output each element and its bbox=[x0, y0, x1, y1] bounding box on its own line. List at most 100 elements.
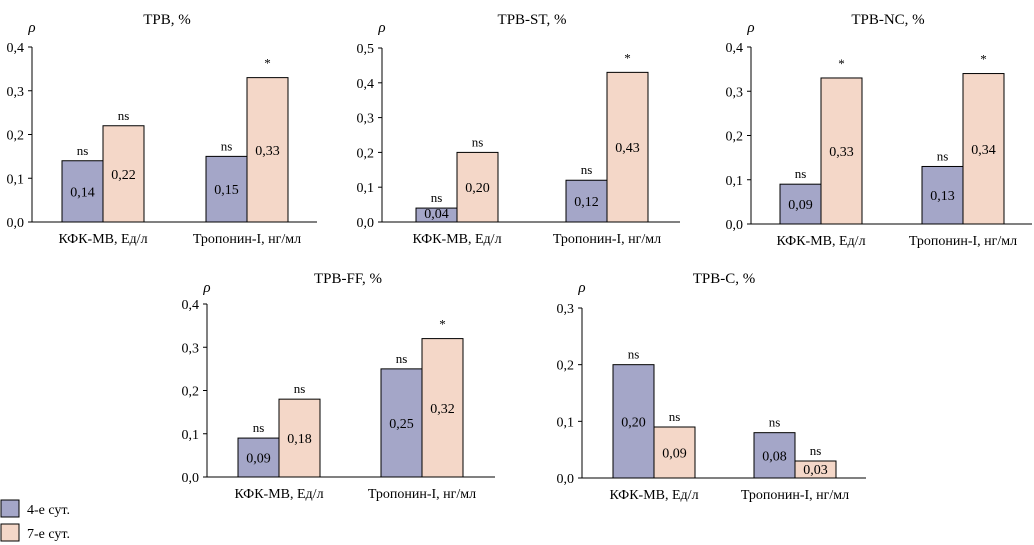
x-category-label: КФК-МВ, Ед/л bbox=[609, 488, 698, 503]
y-tick-label: 0,3 bbox=[357, 112, 375, 127]
significance-label: * bbox=[624, 50, 631, 65]
y-tick-label: 0,1 bbox=[357, 181, 375, 196]
bar bbox=[565, 179, 608, 223]
bar-value-label: 0,25 bbox=[389, 417, 414, 432]
bar bbox=[794, 460, 837, 479]
legend-label-day7: 7-е сут. bbox=[27, 527, 70, 542]
significance-label: * bbox=[264, 56, 271, 71]
legend-label-day4: 4-е сут. bbox=[27, 503, 70, 518]
y-tick-label: 0,3 bbox=[726, 85, 744, 100]
y-axis-label: ρ bbox=[202, 280, 210, 296]
y-axis-label: ρ bbox=[377, 20, 385, 36]
significance-label: ns bbox=[769, 415, 781, 430]
bar bbox=[612, 364, 655, 479]
y-tick-label: 0,2 bbox=[726, 130, 744, 145]
bar bbox=[205, 155, 248, 223]
bar bbox=[421, 338, 464, 478]
bar-value-label: 0,09 bbox=[246, 452, 271, 467]
bar-value-label: 0,14 bbox=[70, 185, 95, 200]
legend: 4-е сут. 7-е сут. bbox=[0, 499, 70, 542]
y-tick-label: 0,3 bbox=[182, 341, 200, 356]
chart-title: ТРВ, % bbox=[143, 12, 191, 28]
bar bbox=[820, 77, 863, 225]
significance-label: ns bbox=[118, 108, 130, 123]
bar-value-label: 0,33 bbox=[255, 144, 280, 159]
bar-value-label: 0,43 bbox=[615, 141, 640, 156]
significance-label: ns bbox=[810, 443, 822, 458]
y-tick-label: 0,0 bbox=[7, 216, 25, 231]
bar bbox=[102, 125, 145, 223]
y-axis-label: ρ bbox=[746, 20, 754, 36]
significance-label: ns bbox=[581, 162, 593, 177]
bar bbox=[456, 151, 499, 223]
bar-value-label: 0,09 bbox=[788, 198, 813, 213]
bar bbox=[278, 398, 321, 478]
x-category-label: КФК-МВ, Ед/л bbox=[234, 487, 323, 502]
y-tick-label: 0,2 bbox=[357, 146, 375, 161]
y-axis-label: ρ bbox=[577, 280, 585, 296]
y-tick-label: 0,0 bbox=[557, 472, 575, 487]
x-category-label: КФК-МВ, Ед/л bbox=[776, 234, 865, 249]
y-tick-label: 0,1 bbox=[7, 172, 25, 187]
significance-label: ns bbox=[669, 409, 681, 424]
bar bbox=[653, 426, 696, 479]
y-tick-label: 0,1 bbox=[726, 174, 744, 189]
bar-value-label: 0,08 bbox=[762, 449, 787, 464]
chart-title: ТРВ-С, % bbox=[693, 271, 756, 287]
bar-value-label: 0,32 bbox=[430, 402, 455, 417]
bar bbox=[921, 165, 964, 225]
y-tick-label: 0,0 bbox=[182, 471, 200, 486]
y-tick-label: 0,3 bbox=[557, 302, 575, 317]
bar-value-label: 0,33 bbox=[829, 145, 854, 160]
bar-value-label: 0,13 bbox=[930, 189, 955, 204]
chart-4: ТРВ-FF, %ρ0,00,10,20,30,40,09ns0,18nsКФК… bbox=[182, 271, 495, 502]
significance-label: ns bbox=[472, 134, 484, 149]
x-category-label: КФК-МВ, Ед/л bbox=[58, 232, 147, 247]
y-tick-label: 0,5 bbox=[357, 42, 375, 57]
significance-label: ns bbox=[431, 190, 443, 205]
bar bbox=[237, 437, 280, 478]
significance-label: * bbox=[439, 317, 446, 332]
y-tick-label: 0,3 bbox=[7, 85, 25, 100]
y-tick-label: 0,4 bbox=[182, 298, 200, 313]
y-tick-label: 0,2 bbox=[182, 385, 200, 400]
significance-label: ns bbox=[253, 420, 265, 435]
bar-value-label: 0,20 bbox=[621, 415, 646, 430]
significance-label: ns bbox=[221, 138, 233, 153]
legend-swatch-day7 bbox=[0, 523, 20, 542]
chart-1: ТРВ, %ρ0,00,10,20,30,40,14ns0,22nsКФК-МВ… bbox=[7, 12, 317, 247]
bar bbox=[246, 77, 289, 223]
bar-value-label: 0,09 bbox=[662, 447, 687, 462]
significance-label: ns bbox=[628, 347, 640, 362]
x-category-label: Тропонин-I, нг/мл bbox=[368, 487, 476, 502]
chart-title: ТРВ-FF, % bbox=[314, 271, 382, 287]
y-tick-label: 0,1 bbox=[557, 415, 575, 430]
y-tick-label: 0,4 bbox=[726, 41, 744, 56]
bar-value-label: 0,20 bbox=[465, 181, 490, 196]
bar-value-label: 0,34 bbox=[971, 143, 996, 158]
significance-label: ns bbox=[396, 351, 408, 366]
significance-label: ns bbox=[795, 166, 807, 181]
bar-value-label: 0,04 bbox=[424, 207, 449, 222]
chart-3: ТРВ-NC, % ρ 0,0 0,1 0,2 0,3 0,4 0,09 ns 0,33 * КФК-… bbox=[726, 12, 1032, 249]
significance-label: * bbox=[838, 56, 845, 71]
bar bbox=[962, 73, 1005, 225]
x-category-label: КФК-МВ, Ед/л bbox=[412, 232, 501, 247]
significance-label: ns bbox=[294, 381, 306, 396]
chart-title: ТРВ-ST, % bbox=[498, 12, 567, 28]
bar bbox=[606, 71, 649, 223]
significance-label: * bbox=[980, 52, 987, 67]
y-tick-label: 0,2 bbox=[557, 359, 575, 374]
y-tick-label: 0,0 bbox=[726, 218, 744, 233]
chart-title: ТРВ-NC, % bbox=[851, 12, 924, 28]
x-category-label: Тропонин-I, нг/мл bbox=[553, 232, 661, 247]
y-tick-label: 0,2 bbox=[7, 129, 25, 144]
bar-value-label: 0,22 bbox=[111, 168, 136, 183]
bar-value-label: 0,15 bbox=[214, 183, 239, 198]
bar bbox=[779, 183, 822, 225]
bar-value-label: 0,03 bbox=[803, 463, 828, 478]
chart-5: ТРВ-С, % ρ 0,0 0,1 0,2 0,3 0,20 ns 0,09 nsКФК-МВ,… bbox=[557, 271, 866, 503]
x-category-label: Тропонин-I, нг/мл bbox=[909, 234, 1017, 249]
y-tick-label: 0,4 bbox=[7, 41, 25, 56]
